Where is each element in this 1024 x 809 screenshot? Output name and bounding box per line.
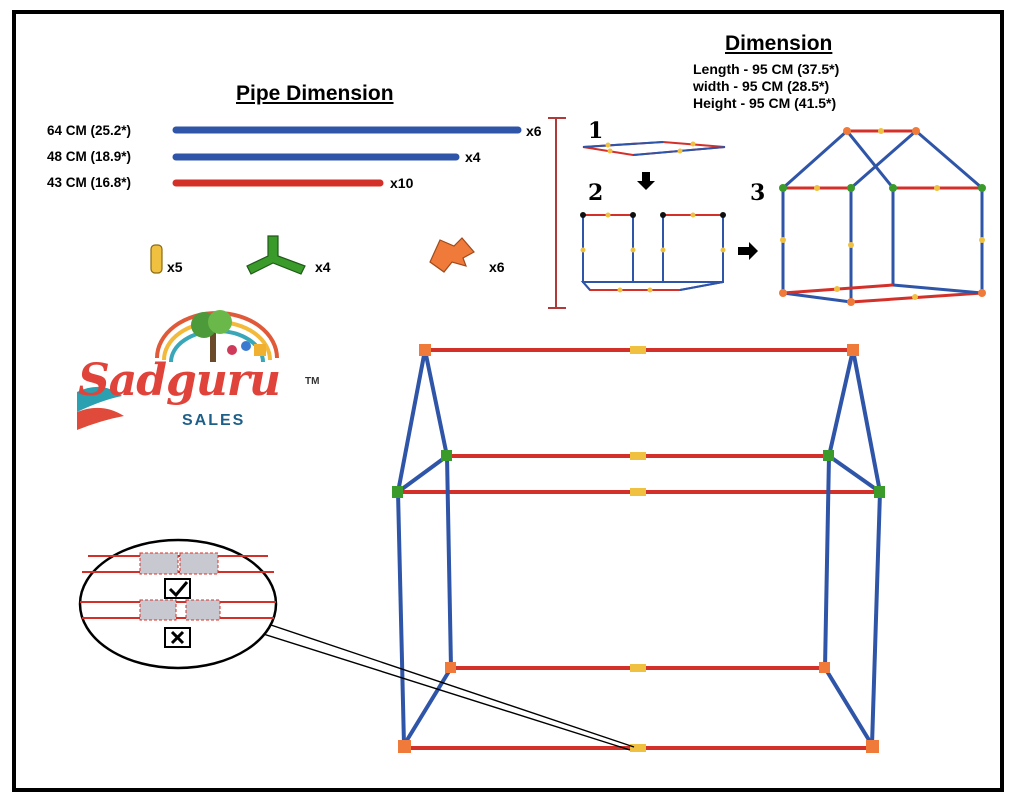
- three-way-connector-icon: [246, 235, 306, 275]
- step-2-diagram: [580, 212, 726, 293]
- large-frame-diagram: [392, 344, 885, 753]
- dimension-title: Dimension: [725, 32, 833, 55]
- correct-check-icon: [164, 578, 191, 599]
- connector-qty-three-way: x4: [315, 259, 331, 275]
- logo-trademark: TM: [305, 376, 320, 387]
- step-3-diagram: [779, 127, 986, 306]
- pipe-label-43: 43 CM (16.8*): [47, 175, 132, 190]
- connector-qty-straight: x5: [167, 259, 183, 275]
- section-bracket: [548, 117, 566, 309]
- pipe-label-64: 64 CM (25.2*): [47, 123, 132, 138]
- wrong-cross-icon: [164, 627, 191, 648]
- corner-connector-icon: [429, 237, 475, 273]
- pipe-qty-64: x6: [526, 123, 542, 139]
- dimension-width: width - 95 CM (28.5*): [693, 78, 830, 94]
- step-1-diagram: [582, 140, 726, 157]
- logo-name: Sadguru: [78, 355, 281, 406]
- right-arrow-icon: [738, 242, 758, 260]
- step-2-label: 2: [588, 180, 604, 206]
- pipe-label-48: 48 CM (18.9*): [47, 149, 132, 164]
- connector-detail-callout: [78, 538, 635, 751]
- step-3-label: 3: [750, 180, 766, 206]
- step-1-label: 1: [588, 118, 604, 144]
- pipe-qty-43: x10: [390, 175, 414, 191]
- down-arrow-icon: [637, 172, 655, 190]
- logo-graphic: [77, 310, 279, 430]
- connector-qty-corner: x6: [489, 259, 505, 275]
- dimension-length: Length - 95 CM (37.5*): [693, 61, 840, 77]
- straight-connector-icon: [150, 244, 163, 274]
- logo-tagline: SALES: [182, 412, 246, 429]
- page-frame: [12, 10, 1004, 792]
- pipe-qty-48: x4: [465, 149, 481, 165]
- sadguru-logo: [62, 300, 342, 445]
- dimension-height: Height - 95 CM (41.5*): [693, 95, 837, 111]
- pipe-dimension-title: Pipe Dimension: [236, 82, 394, 105]
- pipe-bars: [172, 126, 522, 187]
